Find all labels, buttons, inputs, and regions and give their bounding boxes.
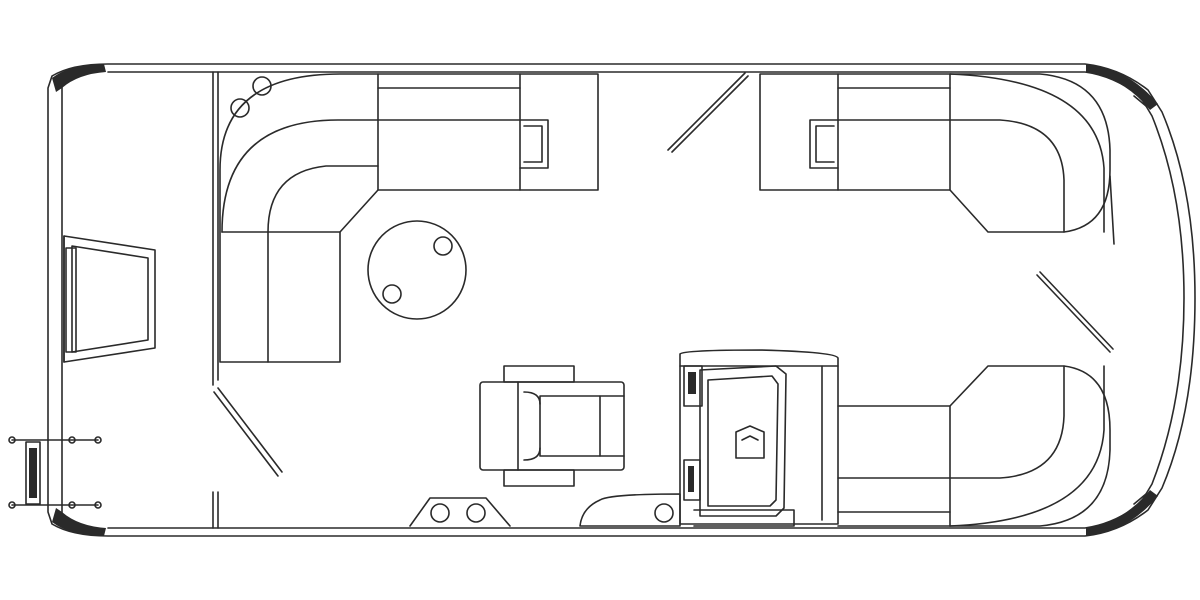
stern-gate	[213, 72, 282, 528]
bumper-bow-top	[1086, 64, 1158, 110]
table-top	[368, 221, 466, 319]
table-cup-holder-2	[383, 285, 401, 303]
deck-perimeter	[48, 64, 1195, 536]
helm-cup-holder	[655, 504, 673, 522]
gate-panel-stern	[218, 388, 282, 472]
lounge-backrest-line	[222, 120, 520, 232]
lounge-outer	[220, 74, 598, 362]
front-lounge-top	[760, 74, 1114, 244]
cup-holder-1	[253, 77, 271, 95]
windscreen	[700, 366, 786, 516]
gate-panel-bow	[1037, 275, 1110, 352]
bottom-cup-holder-1	[431, 504, 449, 522]
console-body	[680, 350, 838, 524]
gate-panel-mid	[668, 73, 745, 150]
bumper-stern-bottom	[52, 508, 106, 536]
table-cup-holder-1	[434, 237, 452, 255]
table	[368, 221, 466, 319]
cup-holder-tray-bow	[810, 120, 838, 168]
helm-footrest	[580, 494, 680, 526]
hull-outline	[48, 64, 1195, 536]
helm-console	[580, 350, 838, 526]
rear-l-lounge	[220, 74, 598, 362]
boarding-ladder	[9, 437, 101, 508]
bow-cleat-top	[1134, 96, 1146, 106]
cup-holder-2	[231, 99, 249, 117]
front-lounge-bottom	[838, 366, 1110, 526]
bumper-bow-bottom	[1086, 490, 1158, 536]
bottom-cup-holder-2	[467, 504, 485, 522]
steering-wheel-cover	[736, 426, 764, 458]
stern-hatch	[64, 236, 155, 362]
captains-chair	[480, 366, 624, 486]
cup-holder-tray	[520, 120, 548, 168]
bow-cleat-bottom	[1134, 494, 1146, 504]
stern-bottom-storage	[410, 498, 510, 526]
deck-inner-edge	[108, 72, 1184, 528]
bumper-stern-top	[52, 64, 106, 92]
